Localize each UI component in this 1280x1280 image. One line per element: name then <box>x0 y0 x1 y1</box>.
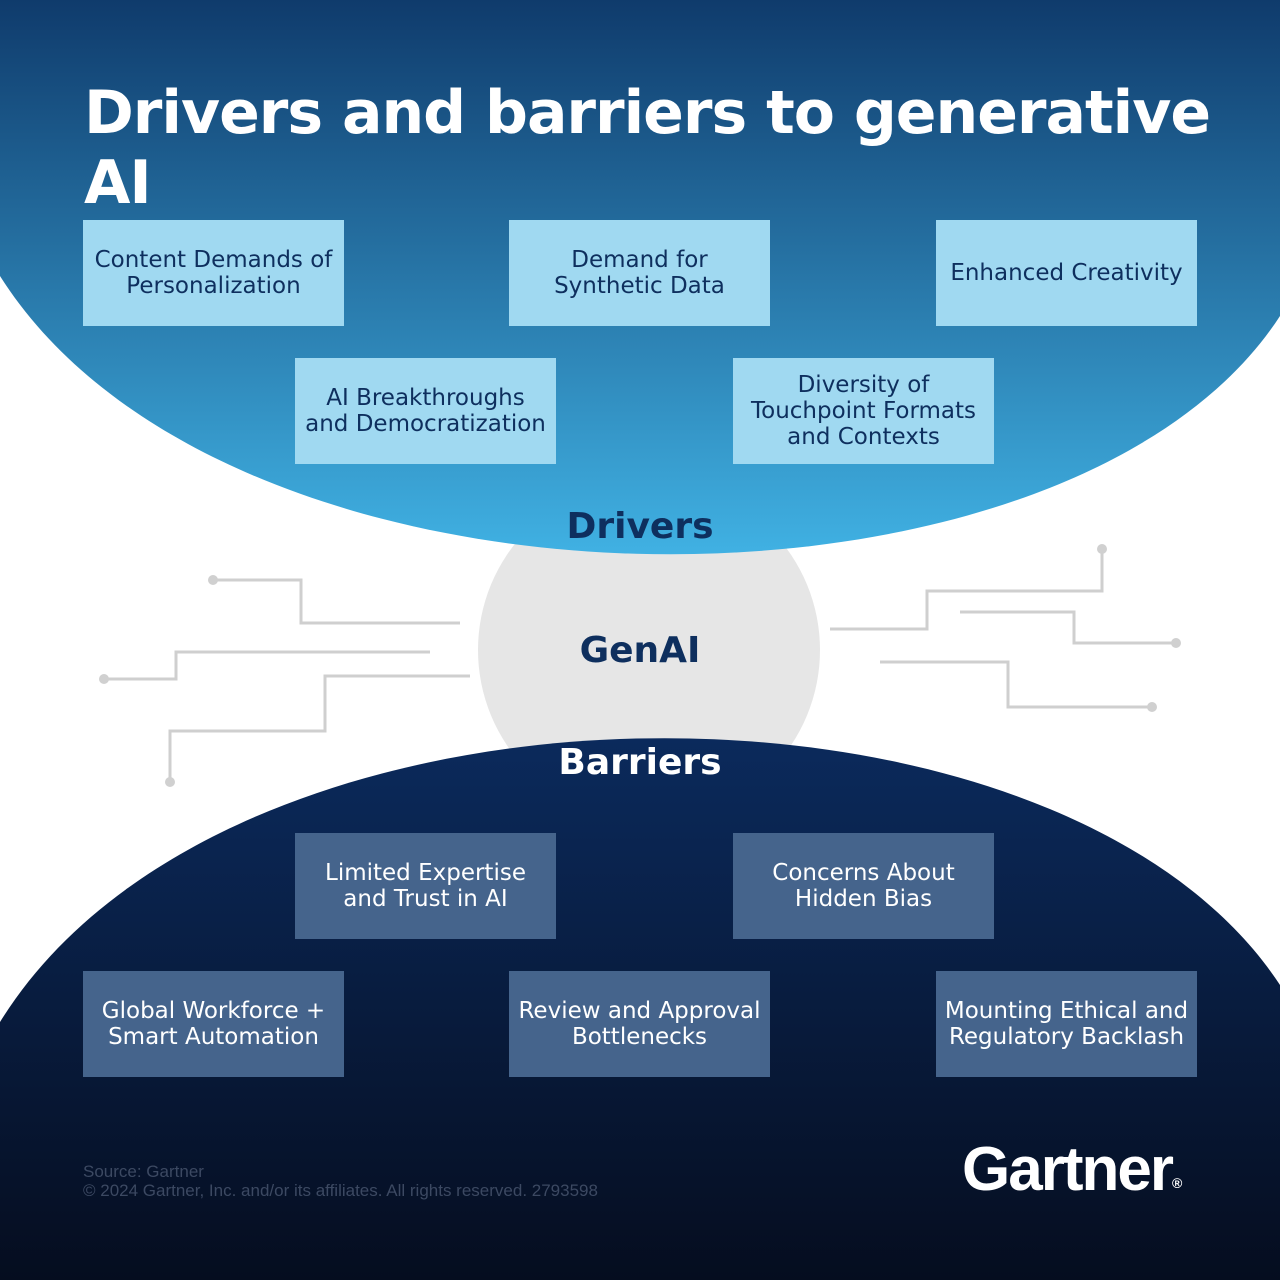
barriers-heading: Barriers <box>558 742 722 783</box>
driver-box-synthetic-data: Demand for Synthetic Data <box>509 220 770 326</box>
circuit-node <box>1147 702 1157 712</box>
circuit-nodes <box>99 544 1181 787</box>
barrier-box-limited-expertise: Limited Expertise and Trust in AI <box>295 833 556 939</box>
barrier-box-review-bottlenecks: Review and Approval Bottlenecks <box>509 971 770 1077</box>
driver-box-enhanced-creativity: Enhanced Creativity <box>936 220 1197 326</box>
barrier-box-hidden-bias: Concerns About Hidden Bias <box>733 833 994 939</box>
driver-box-content-personalization: Content Demands of Personalization <box>83 220 344 326</box>
page-title: Drivers and barriers to generative AI <box>84 78 1211 218</box>
registered-mark: ® <box>1171 1175 1183 1191</box>
source-note: Source: Gartner <box>83 1162 204 1181</box>
drivers-heading: Drivers <box>566 506 714 547</box>
circuit-node <box>99 674 109 684</box>
circuit-line <box>213 578 460 625</box>
copyright-note: © 2024 Gartner, Inc. and/or its affiliat… <box>83 1181 598 1200</box>
circuit-line <box>880 660 1152 709</box>
barrier-box-global-workforce: Global Workforce + Smart Automation <box>83 971 344 1077</box>
barrier-box-ethical-backlash: Mounting Ethical and Regulatory Backlash <box>936 971 1197 1077</box>
circuit-node <box>208 575 218 585</box>
circuit-node <box>165 777 175 787</box>
brand-name: Gartner <box>962 1135 1174 1204</box>
circuit-line <box>168 674 470 782</box>
genai-center-circle <box>478 479 820 821</box>
genai-heading: GenAI <box>579 630 701 671</box>
circuit-line <box>830 549 1104 631</box>
circuit-line <box>960 610 1176 645</box>
circuit-lines <box>104 549 1176 782</box>
driver-box-ai-breakthroughs: AI Breakthroughs and Democratization <box>295 358 556 464</box>
gartner-logo: Gartner® <box>962 1134 1202 1205</box>
circuit-line <box>104 650 430 681</box>
circuit-node <box>1171 638 1181 648</box>
circuit-node <box>1097 544 1107 554</box>
driver-box-touchpoint-diversity: Diversity of Touchpoint Formats and Cont… <box>733 358 994 464</box>
